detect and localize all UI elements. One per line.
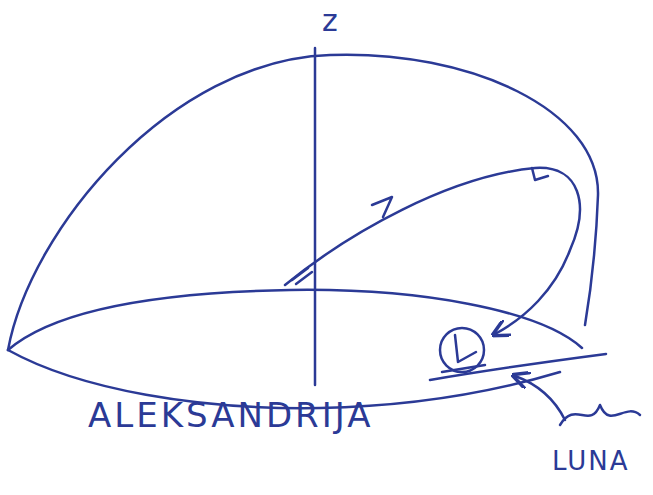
moon-mark: [442, 335, 485, 372]
observer-mark: [292, 268, 312, 284]
axis-label: z: [322, 6, 338, 36]
z-axis: [314, 48, 317, 385]
moon-label: LUNA: [552, 448, 629, 474]
scribble: [560, 405, 640, 425]
place-label: ALEKSANDRIJA: [88, 398, 373, 432]
moon-circle: [440, 328, 484, 372]
right-angle-mark: [532, 168, 548, 180]
sky-dome: [8, 55, 598, 350]
horizon-ellipse: [8, 290, 582, 350]
arc-arrowhead: [372, 197, 392, 217]
luna-leader: [515, 376, 565, 420]
moon-direction-arc: [285, 168, 580, 334]
